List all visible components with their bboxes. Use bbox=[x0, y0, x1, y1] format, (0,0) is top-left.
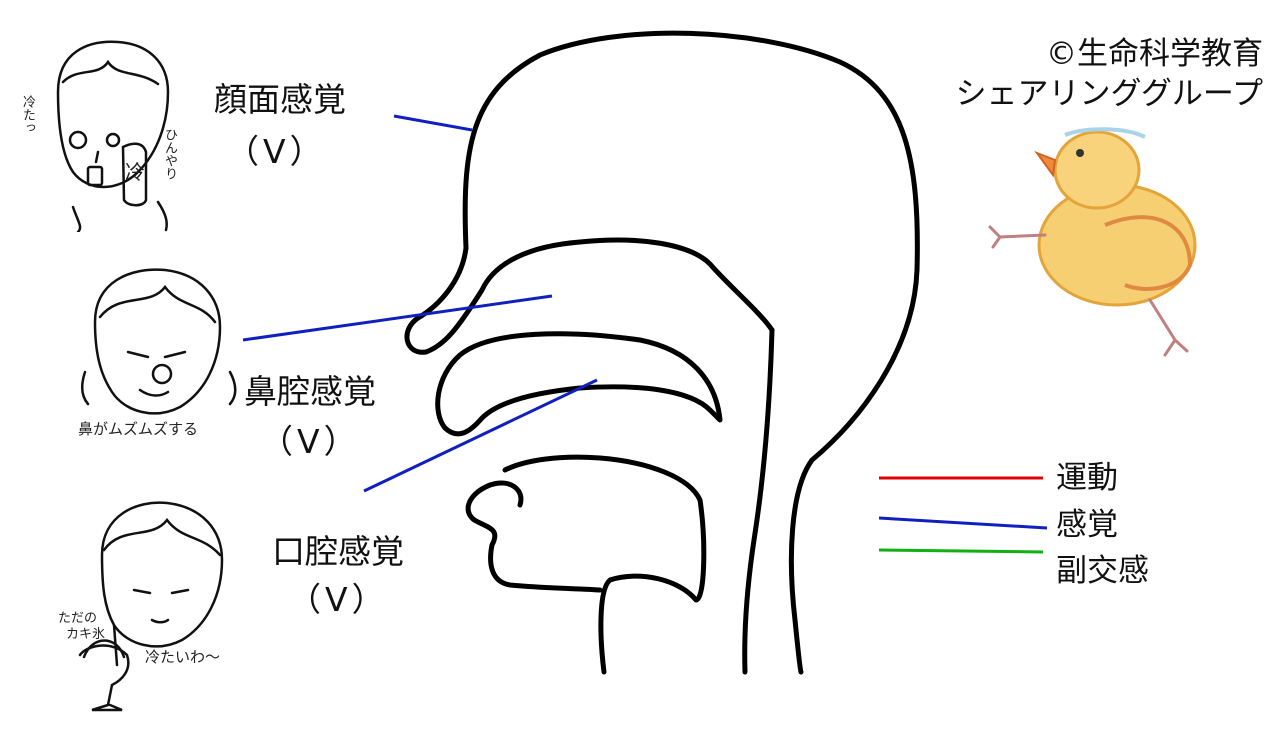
facial-sensation-label: 顔面感覚 bbox=[214, 80, 346, 119]
head-outer-contour bbox=[462, 30, 920, 675]
facial-nerve-label: （Ⅴ） bbox=[226, 132, 327, 171]
credit-line-2: シェアリンググループ bbox=[955, 76, 1263, 112]
sketch-cold-can-person bbox=[56, 40, 170, 232]
oral-nerve-label: （Ⅴ） bbox=[288, 580, 389, 619]
sketch3-ice-label-1: ただの bbox=[58, 611, 98, 626]
sketch-shaved-ice-person bbox=[78, 501, 224, 712]
sketch2-note: 鼻がムズムズする bbox=[78, 420, 199, 438]
jaw-throat-contour bbox=[465, 454, 707, 675]
oral-sensation-label: 口腔感覚 bbox=[272, 532, 404, 571]
nose-contour bbox=[404, 237, 775, 355]
chick-illustration bbox=[988, 127, 1197, 357]
sketch1-left-note: 冷たっ bbox=[20, 95, 35, 134]
sketch-itchy-nose-person bbox=[80, 268, 237, 415]
facial-sensory-line bbox=[393, 114, 473, 132]
palate-contour bbox=[435, 331, 723, 437]
legend-label-parasympathetic: 副交感 bbox=[1056, 553, 1149, 589]
pharynx-posterior-wall bbox=[742, 327, 775, 675]
credit-line-1: ©生命科学教育 bbox=[1046, 36, 1263, 72]
legend-label-motor: 運動 bbox=[1056, 460, 1118, 496]
legend-swatch-parasympathetic bbox=[878, 548, 1044, 554]
legend-label-sensory: 感覚 bbox=[1056, 507, 1118, 543]
legend-swatch-sensory bbox=[878, 516, 1048, 530]
nasal-sensation-label: 鼻腔感覚 bbox=[244, 372, 376, 411]
sketch3-ice-label-2: カキ氷 bbox=[66, 627, 106, 642]
sketch1-right-note: ひんやり bbox=[162, 128, 177, 180]
nasal-sensory-line bbox=[242, 294, 553, 342]
oral-sensory-line bbox=[363, 378, 598, 493]
nasal-nerve-label: （Ⅴ） bbox=[260, 422, 361, 461]
sketch3-note: 冷たいわ〜 bbox=[145, 648, 221, 666]
sketch1-can-text: 冷 bbox=[125, 160, 145, 184]
